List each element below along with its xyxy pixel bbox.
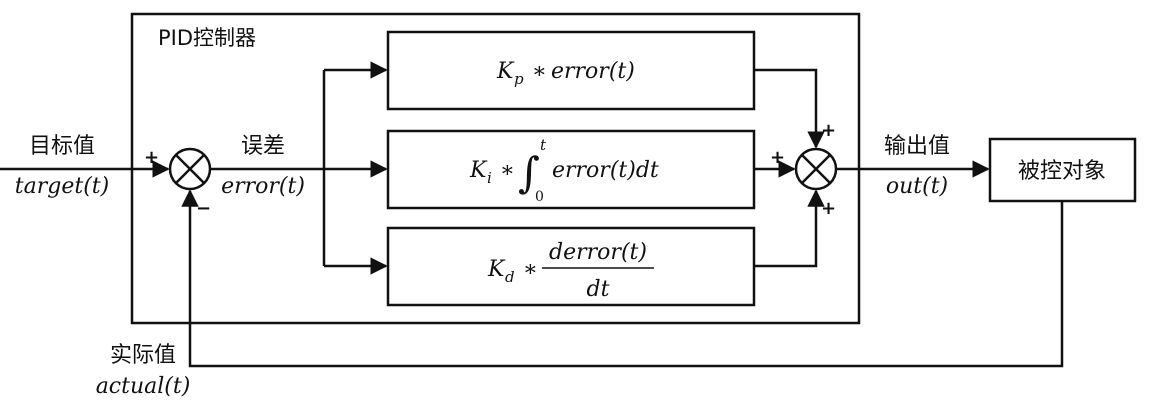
p-term-formula: K p ∗ error(t) — [496, 59, 635, 88]
feedback-arrow — [181, 189, 1064, 368]
p-to-sum-arrow — [754, 68, 825, 149]
plant-block — [988, 137, 1137, 203]
feedback-label-math: actual(t) — [96, 374, 191, 399]
i-sub: i — [487, 169, 492, 187]
i-lower-limit: 0 — [535, 189, 544, 205]
output-summing-junction — [794, 147, 838, 191]
out-sum-left-sign: + — [770, 147, 785, 168]
error-label-math: error(t) — [221, 174, 305, 199]
input-label-cn: 目标值 — [29, 134, 95, 159]
input-summing-junction — [168, 147, 212, 191]
output-label-math: out(t) — [886, 174, 948, 199]
d-op: ∗ — [523, 257, 538, 282]
i-integral-sign: ∫ — [518, 148, 540, 197]
output-label-cn: 输出值 — [884, 134, 950, 159]
i-term-formula: K i ∗ ∫ t 0 error(t)dt — [469, 136, 659, 205]
p-sub: p — [514, 70, 524, 88]
p-op: ∗ — [532, 59, 547, 84]
p-coef: K — [496, 59, 515, 84]
i-coef: K — [469, 158, 488, 183]
i-expr: error(t)dt — [552, 158, 659, 183]
input-label-math: target(t) — [15, 174, 109, 199]
error-label-cn: 误差 — [241, 134, 285, 159]
d-to-sum-arrow — [754, 189, 825, 268]
p-expr: error(t) — [551, 59, 635, 84]
i-op: ∗ — [500, 158, 515, 183]
integral-block — [386, 129, 756, 210]
i-upper-limit: t — [540, 136, 547, 154]
d-sub: d — [505, 268, 515, 286]
input-sum-plus-sign: + — [144, 147, 159, 168]
d-numerator: derror(t) — [549, 240, 647, 265]
d-coef: K — [487, 257, 506, 282]
feedback-label-cn: 实际值 — [110, 343, 176, 368]
controller-title: PID控制器 — [158, 26, 256, 50]
d-denominator: dt — [587, 277, 610, 302]
out-sum-bottom-sign: + — [821, 198, 836, 219]
out-sum-top-sign: + — [821, 120, 836, 141]
input-sum-minus-sign: − — [196, 198, 211, 219]
plant-label: 被控对象 — [1018, 159, 1106, 184]
proportional-block — [386, 30, 756, 111]
d-term-formula: K d ∗ derror(t) dt — [487, 240, 654, 302]
